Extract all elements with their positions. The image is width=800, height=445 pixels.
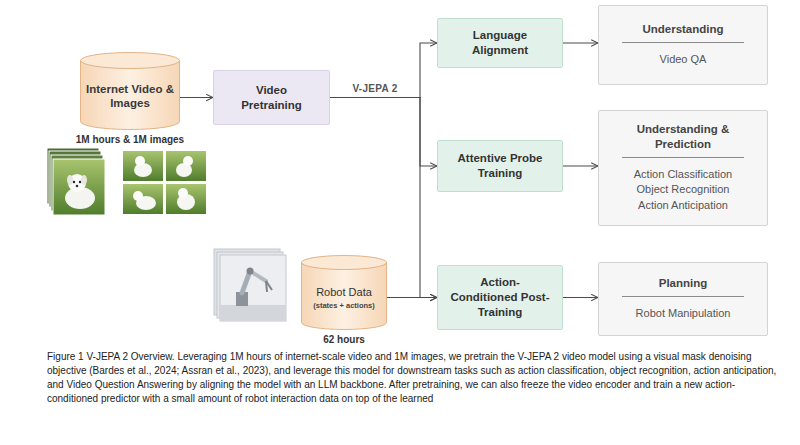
store-size-label: 1M hours & 1M images: [40, 134, 220, 145]
node-label: Attentive Probe Training: [448, 151, 552, 181]
card-heading: Understanding & Prediction: [622, 122, 744, 158]
flow-arrow: [330, 43, 437, 98]
image-grid: [123, 151, 206, 214]
figure-caption: Figure 1 V-JEPA 2 Overview. Leveraging 1…: [47, 350, 782, 406]
card-item: Robot Manipulation: [636, 306, 731, 322]
process-box: Video Pretraining: [213, 70, 330, 125]
card-item: Video QA: [660, 52, 707, 68]
edge-label: V-JEPA 2: [330, 83, 420, 94]
image-tile: [166, 184, 206, 214]
dog-eye: [73, 181, 75, 183]
data-store: Robot Data(states + actions)62 hours: [301, 255, 387, 330]
cylinder-body: [81, 60, 180, 130]
table-surface: [220, 305, 286, 321]
dog-head: [178, 188, 188, 198]
image-tile: [123, 184, 163, 214]
card-item: Action Anticipation: [638, 198, 728, 214]
node-label: Language Alignment: [450, 28, 550, 58]
image-tile: [166, 151, 206, 181]
card-item: Action Classification: [634, 167, 732, 183]
robot-link: [242, 271, 250, 293]
cylinder-body: [302, 262, 387, 330]
dog-nose: [76, 185, 79, 188]
process-box: Action-Conditioned Post-Training: [437, 265, 563, 330]
video-frame-stack: [47, 148, 105, 215]
card-heading: Understanding: [622, 22, 744, 43]
flow-arrow: [180, 97, 213, 98]
output-card: PlanningRobot Manipulation: [598, 262, 768, 336]
dog-head: [133, 191, 143, 201]
cylinder-top: [302, 256, 387, 270]
store-size-label: 62 hours: [261, 334, 427, 345]
node-label: Internet Video & Images: [84, 82, 176, 111]
node-label: Robot Data: [316, 285, 372, 299]
dog-eye: [79, 181, 81, 183]
video-frame: [53, 159, 105, 215]
card-heading: Planning: [622, 276, 744, 297]
video-frame: [220, 255, 286, 321]
robot-gripper: [266, 281, 272, 290]
output-card: Understanding & PredictionAction Classif…: [598, 110, 768, 226]
node-label: (states + actions): [313, 301, 374, 310]
dog-head: [135, 156, 145, 166]
flow-arrow: [387, 297, 437, 298]
robot-joint: [247, 268, 254, 275]
data-store: Internet Video & Images1M hours & 1M ima…: [80, 52, 180, 130]
flow-arrow: [563, 165, 598, 166]
cylinder-top: [81, 53, 180, 69]
flow-arrow: [563, 42, 598, 43]
flow-arrow: [330, 98, 437, 298]
node-label: Action-Conditioned Post-Training: [448, 275, 552, 320]
image-tile: [123, 151, 163, 181]
process-box: Language Alignment: [437, 18, 563, 68]
dog-head: [183, 156, 193, 166]
flow-arrow: [563, 297, 598, 298]
dog-ear: [67, 175, 73, 185]
card-item: Object Recognition: [637, 182, 730, 198]
process-box: Attentive Probe Training: [437, 140, 563, 192]
flow-arrow: [330, 98, 437, 167]
dog-ear: [81, 175, 87, 185]
robot-frame-stack: [214, 249, 286, 321]
output-card: UnderstandingVideo QA: [598, 5, 768, 85]
dog-body: [134, 163, 152, 177]
dog-head: [68, 174, 86, 192]
node-label: Video Pretraining: [226, 83, 317, 113]
